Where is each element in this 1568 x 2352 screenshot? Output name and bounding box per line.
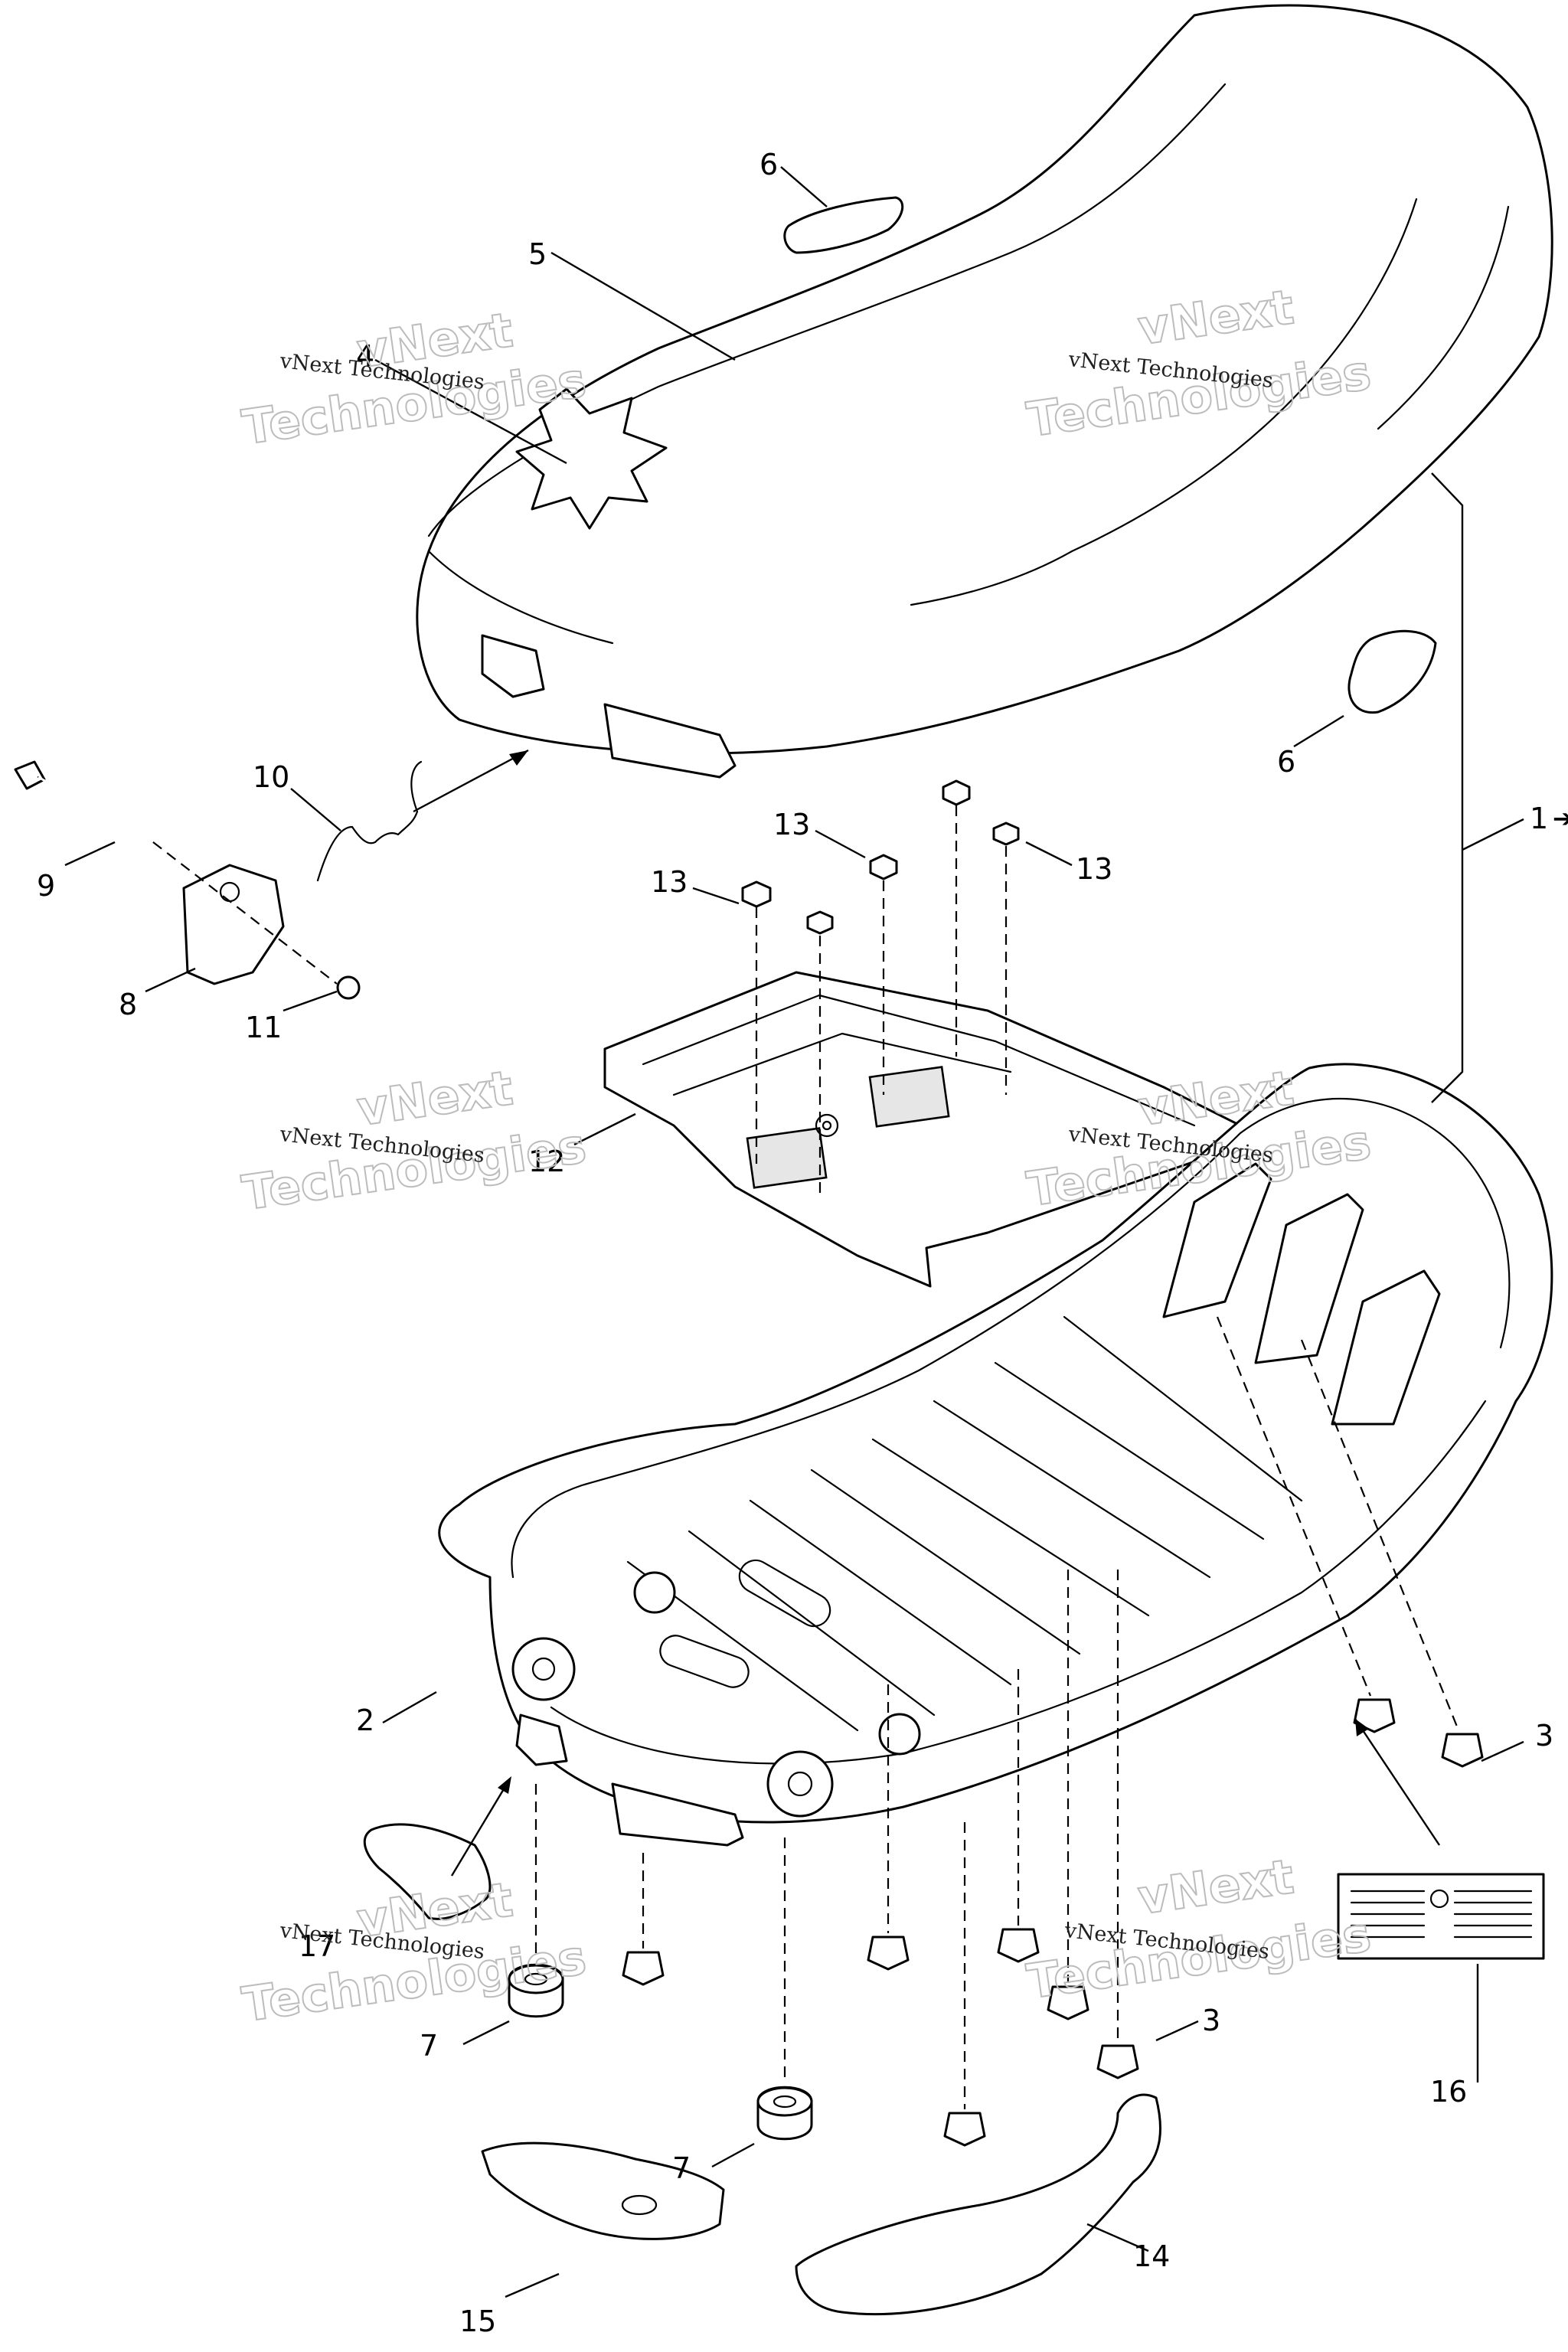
callout-7-left: 7 xyxy=(420,2029,438,2063)
lower-cover-left-hole xyxy=(621,2194,658,2216)
lower-cover-right xyxy=(795,2093,1162,2316)
callout-3-lower: 3 xyxy=(1202,2004,1220,2037)
plate-bolts xyxy=(741,779,1020,935)
hinge-bolt xyxy=(14,760,155,844)
svg-text:vNext: vNext xyxy=(1135,1848,1297,1926)
callout-1-arrow: ➔ xyxy=(1553,804,1568,833)
callout-16: 16 xyxy=(1430,2075,1467,2109)
callout-5: 5 xyxy=(528,237,547,271)
callout-14: 14 xyxy=(1133,2239,1170,2273)
callout-11: 11 xyxy=(245,1011,282,1044)
callout-17: 17 xyxy=(299,1929,335,1963)
callout-1: 1 xyxy=(1530,802,1548,835)
hinge-bracket xyxy=(182,864,285,985)
callout-4: 4 xyxy=(356,339,374,373)
hinge-spring xyxy=(316,760,423,882)
seat-base xyxy=(438,1063,1553,1847)
callout-numbers: 5 6 4 6 1 ➔ 10 9 8 11 12 13 13 13 2 3 3 … xyxy=(37,148,1568,2338)
callout-6-top: 6 xyxy=(760,148,778,181)
watermark-bottom-right: vNext Technologies vNext Technologies xyxy=(1023,1847,1375,2011)
seat-handle-side xyxy=(1348,629,1437,714)
assembly-lines xyxy=(152,805,1460,2109)
seat-handle-top xyxy=(783,196,904,254)
watermark-mid-left: vNext Technologies vNext Technologies xyxy=(238,1059,590,1222)
callout-2: 2 xyxy=(356,1704,374,1737)
hinge-washer xyxy=(336,975,361,1000)
rubber-bumpers xyxy=(622,1698,1484,2147)
callout-8: 8 xyxy=(119,988,137,1021)
callout-7-mid: 7 xyxy=(672,2151,691,2185)
svg-text:vNext: vNext xyxy=(354,1060,516,1137)
callout-6-side: 6 xyxy=(1277,745,1295,779)
callout-13-left: 13 xyxy=(651,865,688,899)
grommets xyxy=(508,1963,813,2141)
callout-12: 12 xyxy=(528,1145,565,1178)
callout-10: 10 xyxy=(253,760,289,794)
front-pad xyxy=(363,1823,492,1920)
seat-plate xyxy=(603,971,1257,1288)
callout-13-mid: 13 xyxy=(773,808,810,841)
lower-cover-left xyxy=(481,2141,725,2240)
callout-13-right: 13 xyxy=(1076,852,1112,886)
warning-label xyxy=(1337,1873,1545,1960)
callout-3-right: 3 xyxy=(1535,1719,1553,1753)
callout-9: 9 xyxy=(37,869,55,903)
callout-15: 15 xyxy=(459,2305,496,2338)
callout-leaders xyxy=(64,166,1524,2298)
seat-cover xyxy=(416,4,1553,779)
